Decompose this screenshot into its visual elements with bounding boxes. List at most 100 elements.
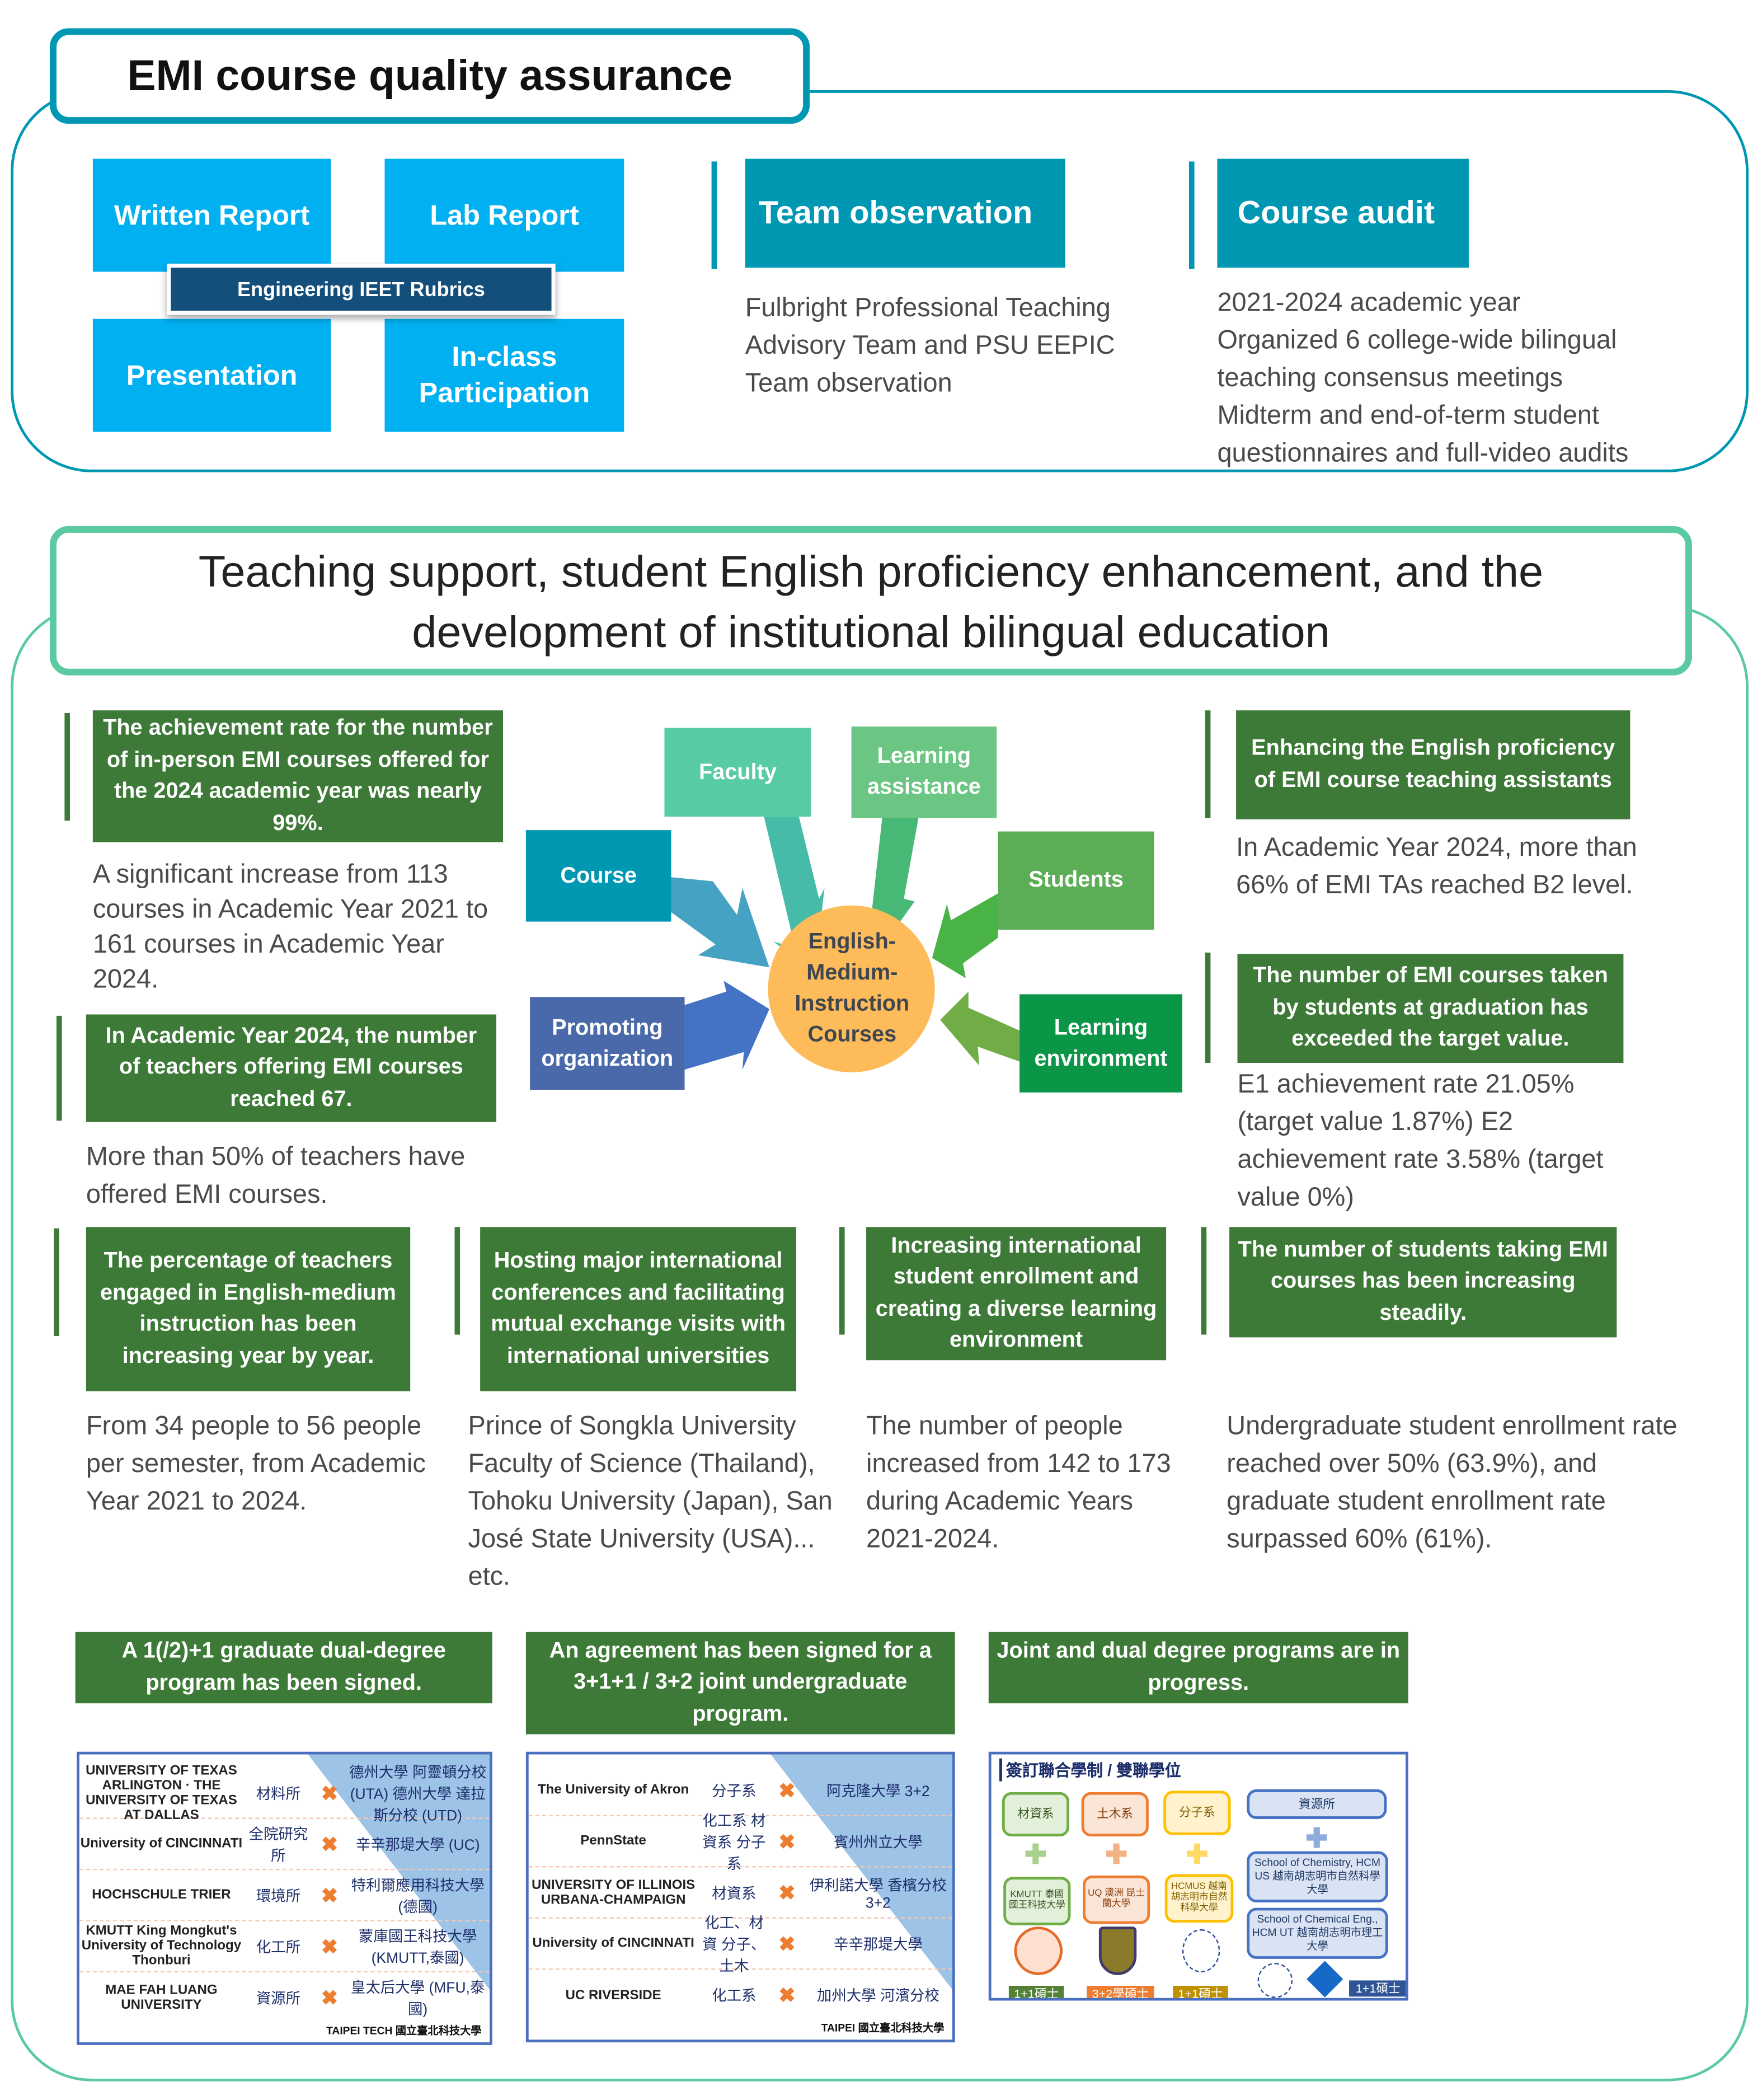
partner-name: 加州大學 河濱分校	[816, 1988, 939, 2005]
cross-icon: ✖	[778, 1984, 796, 2008]
accent-bar	[1201, 1227, 1207, 1335]
block-heading: The achievement rate for the number of i…	[92, 710, 504, 842]
partner-box: School of Chemistry, HCM US 越南胡志明市自然科學大學	[1247, 1851, 1388, 1902]
cross-icon: ✖	[321, 1782, 339, 1805]
partner-name: 辛辛那堤大學 (UC)	[355, 1837, 480, 1854]
accent-bar	[54, 1228, 59, 1336]
team-observation-title: Team observation	[745, 158, 1065, 268]
rubric-in-class-participation: In-class Participation	[384, 318, 624, 432]
partner-row: HOCHSCHULE TRIER 環境所 ✖ 特利爾應用科技大學 (德國)	[79, 1870, 490, 1921]
rubric-written-report: Written Report	[92, 158, 331, 272]
block-heading: The percentage of teachers engaged in En…	[86, 1227, 411, 1391]
node-students: Students	[998, 831, 1154, 930]
cross-icon: ✖	[321, 1987, 339, 2010]
block-text: From 34 people to 56 people per semester…	[86, 1411, 426, 1517]
center-circle	[768, 905, 935, 1072]
cross-icon: ✖	[321, 1884, 339, 1907]
partner-box: KMUTT 泰國 國王科技大學	[1003, 1877, 1071, 1925]
rubric-presentation: Presentation	[92, 318, 331, 432]
node-course: Course	[525, 830, 671, 922]
program-tag: 1+1碩士	[1349, 1980, 1406, 1997]
partner-name: 特利爾應用科技大學 (德國)	[351, 1877, 485, 1915]
partner-box: HCMUS 越南胡志明市自然科學大學	[1164, 1874, 1234, 1923]
audit-line: 2021-2024 academic year	[1217, 288, 1521, 318]
partner-name: 賓州州立大學	[834, 1834, 923, 1851]
department: 資源所	[256, 1991, 301, 2008]
university-logo: UNIVERSITY OF ILLINOIS URBANA-CHAMPAIGN	[532, 1877, 696, 1907]
partner-box: School of Chemical Eng., HCM UT 越南胡志明市理工…	[1247, 1907, 1388, 1959]
hcmus-logo	[1257, 1963, 1293, 1998]
partner-row: MAE FAH LUANG UNIVERSITY 資源所 ✖ 皇太后大學 (MFU,泰…	[79, 1972, 490, 2023]
program-tag: 1+1碩士	[1173, 1986, 1228, 1998]
department: 環境所	[256, 1888, 301, 1905]
support-title: Teaching support, student English profic…	[49, 526, 1692, 676]
ntut-logo: TAIPEI 國立臺北科技大學	[821, 2022, 945, 2035]
partner-row: UC RIVERSIDE 化工系 ✖ 加州大學 河濱分校	[529, 1970, 952, 2021]
panel-accent-triangle	[308, 1754, 490, 1990]
partner-name: 伊利諾大學 香檳分校 3+2	[809, 1877, 947, 1911]
block-text: The number of people increased from 142 …	[866, 1411, 1171, 1554]
plus-icon: ✚	[1305, 1824, 1328, 1854]
rubric-lab-report: Lab Report	[384, 158, 624, 272]
program-tag: 1+1碩士	[1008, 1986, 1064, 1998]
panel-accent-triangle	[770, 1754, 952, 1990]
joint-programs-panel: 簽訂聯合學制 / 雙聯學位 材資系 土木系 分子系 資源所 ✚ ✚ ✚ ✚ KM…	[988, 1751, 1408, 2001]
partner-name: 德州大學 阿靈頓分校 (UTA) 德州大學 達拉斯分校 (UTD)	[349, 1764, 487, 1824]
dept-box: 材資系	[1002, 1792, 1070, 1837]
cross-icon: ✖	[321, 1935, 339, 1958]
university-logo: UNIVERSITY OF TEXAS ARLINGTON · THE UNIV…	[86, 1763, 237, 1822]
department: 化工、材資 分子、土木	[702, 1915, 766, 1975]
university-logo: The University of Akron	[537, 1783, 689, 1798]
audit-line: Midterm and end-of-term student question…	[1217, 401, 1629, 468]
ntut-logo: TAIPEI TECH 國立臺北科技大學	[326, 2024, 482, 2037]
department: 化工系 材資系 分子系	[702, 1813, 766, 1872]
arrow-students	[932, 893, 998, 978]
node-learning-environment: Learning environment	[1019, 994, 1182, 1093]
block-heading: Enhancing the English proficiency of EMI…	[1236, 710, 1631, 819]
university-logo: HOCHSCHULE TRIER	[92, 1887, 231, 1902]
program-heading: Joint and dual degree programs are in pr…	[988, 1632, 1408, 1704]
cross-icon: ✖	[321, 1833, 339, 1857]
plus-icon: ✚	[1186, 1840, 1209, 1871]
divider	[711, 161, 717, 269]
university-logo: PennState	[580, 1834, 646, 1849]
cross-icon: ✖	[778, 1830, 796, 1854]
block-text: E1 achievement rate 21.05% (target value…	[1237, 1070, 1604, 1212]
university-logo: KMUTT King Mongkut's University of Techn…	[81, 1924, 242, 1968]
accent-bar	[454, 1227, 461, 1335]
qa-title: EMI course quality assurance	[49, 28, 810, 124]
rubric-label: Engineering IEET Rubrics	[167, 264, 556, 315]
partner-name: 皇太后大學 (MFU,泰國)	[350, 1980, 485, 2018]
dept-box: 土木系	[1081, 1792, 1149, 1837]
node-faculty: Faculty	[664, 728, 811, 817]
partner-name: 蒙庫國王科技大學 (KMUTT,泰國)	[358, 1928, 477, 1967]
university-logo: MAE FAH LUANG UNIVERSITY	[105, 1983, 218, 2013]
accent-bar	[64, 713, 70, 821]
panel-title: 簽訂聯合學制 / 雙聯學位	[999, 1758, 1181, 1782]
department: 材資系	[712, 1885, 757, 1902]
arrow-promoting	[684, 981, 769, 1070]
accent-bar	[1205, 710, 1211, 818]
course-audit-text: 2021-2024 academic year Organized 6 coll…	[1217, 284, 1714, 472]
partner-name: 阿克隆大學 3+2	[826, 1783, 930, 1800]
partner-row: UNIVERSITY OF TEXAS ARLINGTON · THE UNIV…	[79, 1763, 490, 1824]
arrow-course	[671, 877, 769, 968]
partner-box: UQ 澳洲 昆士蘭大學	[1083, 1875, 1150, 1924]
university-logo: UC RIVERSIDE	[565, 1987, 661, 2003]
divider	[1188, 161, 1195, 269]
cross-icon: ✖	[778, 1933, 796, 1956]
university-logo: University of CINCINNATI	[80, 1836, 243, 1851]
center-label: English-Medium-Instruction Courses	[795, 930, 910, 1047]
block-heading: The number of students taking EMI course…	[1229, 1227, 1617, 1338]
accent-bar	[1205, 952, 1211, 1063]
department: 化工系	[712, 1988, 757, 2005]
audit-line: Organized 6 college-wide bilingual teach…	[1217, 325, 1617, 393]
accent-bar	[56, 1015, 62, 1121]
dept-box: 分子系	[1163, 1790, 1231, 1835]
block-text: A significant increase from 113 courses …	[92, 860, 488, 995]
block-text: Prince of Songkla University Faculty of …	[468, 1411, 833, 1592]
program-heading: An agreement has been signed for a 3+1+1…	[525, 1632, 955, 1735]
